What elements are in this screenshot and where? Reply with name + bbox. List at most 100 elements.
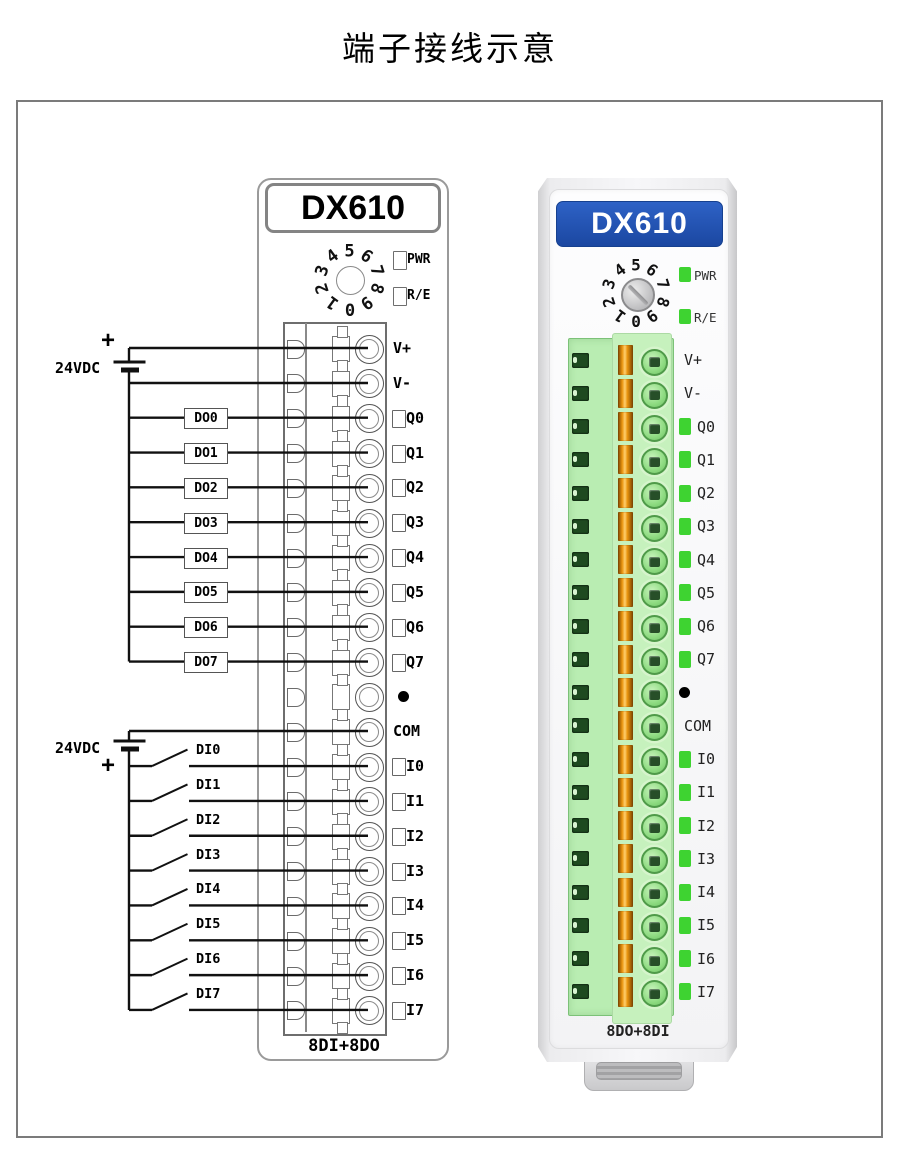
diagram-frame [16, 100, 883, 1138]
screw-terminal-inner [359, 722, 379, 743]
channel-led [679, 451, 691, 469]
contact-bar [618, 578, 633, 608]
channel-led [679, 484, 691, 502]
screw-slot [648, 390, 660, 401]
terminal-label: I7 [406, 1000, 425, 1019]
wire-entry-hole [572, 718, 589, 734]
contact-bar [618, 711, 633, 741]
pwr-indicator-schematic [393, 251, 407, 270]
channel-led-indicator [392, 792, 406, 811]
battery-plus-top: + [101, 327, 116, 354]
wire-entry-hole [572, 585, 589, 601]
wire [151, 783, 188, 802]
terminal-label: Q5 [697, 583, 716, 602]
di-switch-label: DI4 [196, 881, 221, 898]
wire-entry-hole [572, 751, 589, 767]
re-led [679, 309, 691, 324]
rotary-digit: 5 [344, 241, 355, 261]
contact-bar [618, 544, 633, 575]
channel-led [679, 883, 691, 901]
screw-slot [648, 955, 660, 966]
screw-terminal [640, 381, 668, 409]
battery-plus-bottom: + [101, 752, 116, 779]
screw-terminal [640, 514, 668, 542]
screw-terminal [354, 717, 384, 747]
channel-led [679, 551, 691, 569]
terminal-label: I5 [406, 931, 425, 950]
terminal-label: I0 [406, 757, 425, 776]
screw-terminal [640, 847, 668, 875]
channel-led [679, 983, 691, 1001]
terminal-cage-joint [336, 708, 348, 721]
terminal-cage-joint [336, 1022, 348, 1035]
screw-slot [648, 556, 660, 567]
screw-terminal-inner [359, 687, 379, 708]
terminal-label: I7 [697, 982, 716, 1001]
wire-clamp [287, 687, 305, 707]
channel-led-indicator [392, 897, 406, 916]
screw-terminal [640, 647, 668, 675]
contact-bar [618, 644, 633, 674]
terminal-label: Q0 [697, 417, 716, 436]
terminal-cage-joint [336, 604, 348, 617]
wire-entry-hole [572, 552, 589, 568]
wire-entry-highlight [573, 522, 577, 529]
channel-led [679, 783, 691, 801]
terminal-cage-joint [336, 952, 348, 965]
channel-led [679, 650, 691, 668]
wire-entry-highlight [573, 556, 577, 563]
di-switch-label: DI7 [196, 985, 221, 1002]
wire-entry-highlight [573, 456, 577, 463]
terminal-label: Q1 [697, 450, 716, 469]
terminal-cage-joint [336, 987, 348, 1000]
terminal-label: Q4 [406, 548, 425, 567]
wire-entry-highlight [573, 356, 577, 363]
screw-slot [648, 988, 660, 999]
terminal-label: Q0 [406, 408, 425, 427]
contact-bar [618, 877, 633, 907]
channel-led [679, 617, 691, 635]
screw-slot [648, 756, 660, 767]
wire-entry-hole [572, 352, 589, 368]
channel-led-indicator [392, 862, 406, 881]
terminal-cage-joint [336, 883, 348, 896]
contact-bar [618, 844, 633, 874]
terminal-cage-joint [336, 430, 348, 443]
screw-terminal [354, 682, 384, 712]
screw-terminal [640, 481, 668, 509]
channel-led-indicator [392, 653, 406, 672]
wire [151, 748, 188, 767]
channel-led-indicator [392, 479, 406, 498]
wire-entry-highlight [573, 855, 577, 862]
screw-slot [648, 889, 660, 900]
do-load-box: DO2 [184, 477, 228, 499]
screw-slot [648, 423, 660, 434]
screw-slot [648, 357, 660, 367]
wire-entry-hole [572, 452, 589, 468]
terminal-label: I3 [697, 849, 716, 868]
terminal-cage-joint [336, 848, 348, 861]
common-dot-mark [397, 690, 409, 702]
contact-bar [618, 977, 633, 1007]
terminal-label: V+ [393, 339, 412, 357]
di-switch-label: DI3 [196, 846, 221, 863]
wire [151, 957, 188, 977]
contact-bar [618, 944, 633, 974]
re-indicator-schematic [393, 287, 407, 306]
screw-terminal [640, 348, 668, 376]
terminal-label: I0 [697, 750, 716, 769]
terminal-label: Q6 [406, 617, 425, 636]
screw-slot [648, 523, 660, 534]
rotary-switch-knob [621, 278, 655, 312]
channel-led-indicator [392, 409, 406, 428]
terminal-label: Q5 [406, 582, 425, 601]
wire-entry-highlight [573, 689, 577, 696]
do-load-box: DO5 [184, 582, 228, 604]
product-model-banner: DX610 [556, 201, 723, 247]
channel-led-indicator [392, 758, 406, 777]
terminal-cage-joint [336, 499, 348, 512]
re-led-label: R/E [694, 310, 717, 325]
channel-led [679, 817, 691, 835]
contact-bar [618, 611, 633, 641]
channel-led [679, 850, 691, 868]
